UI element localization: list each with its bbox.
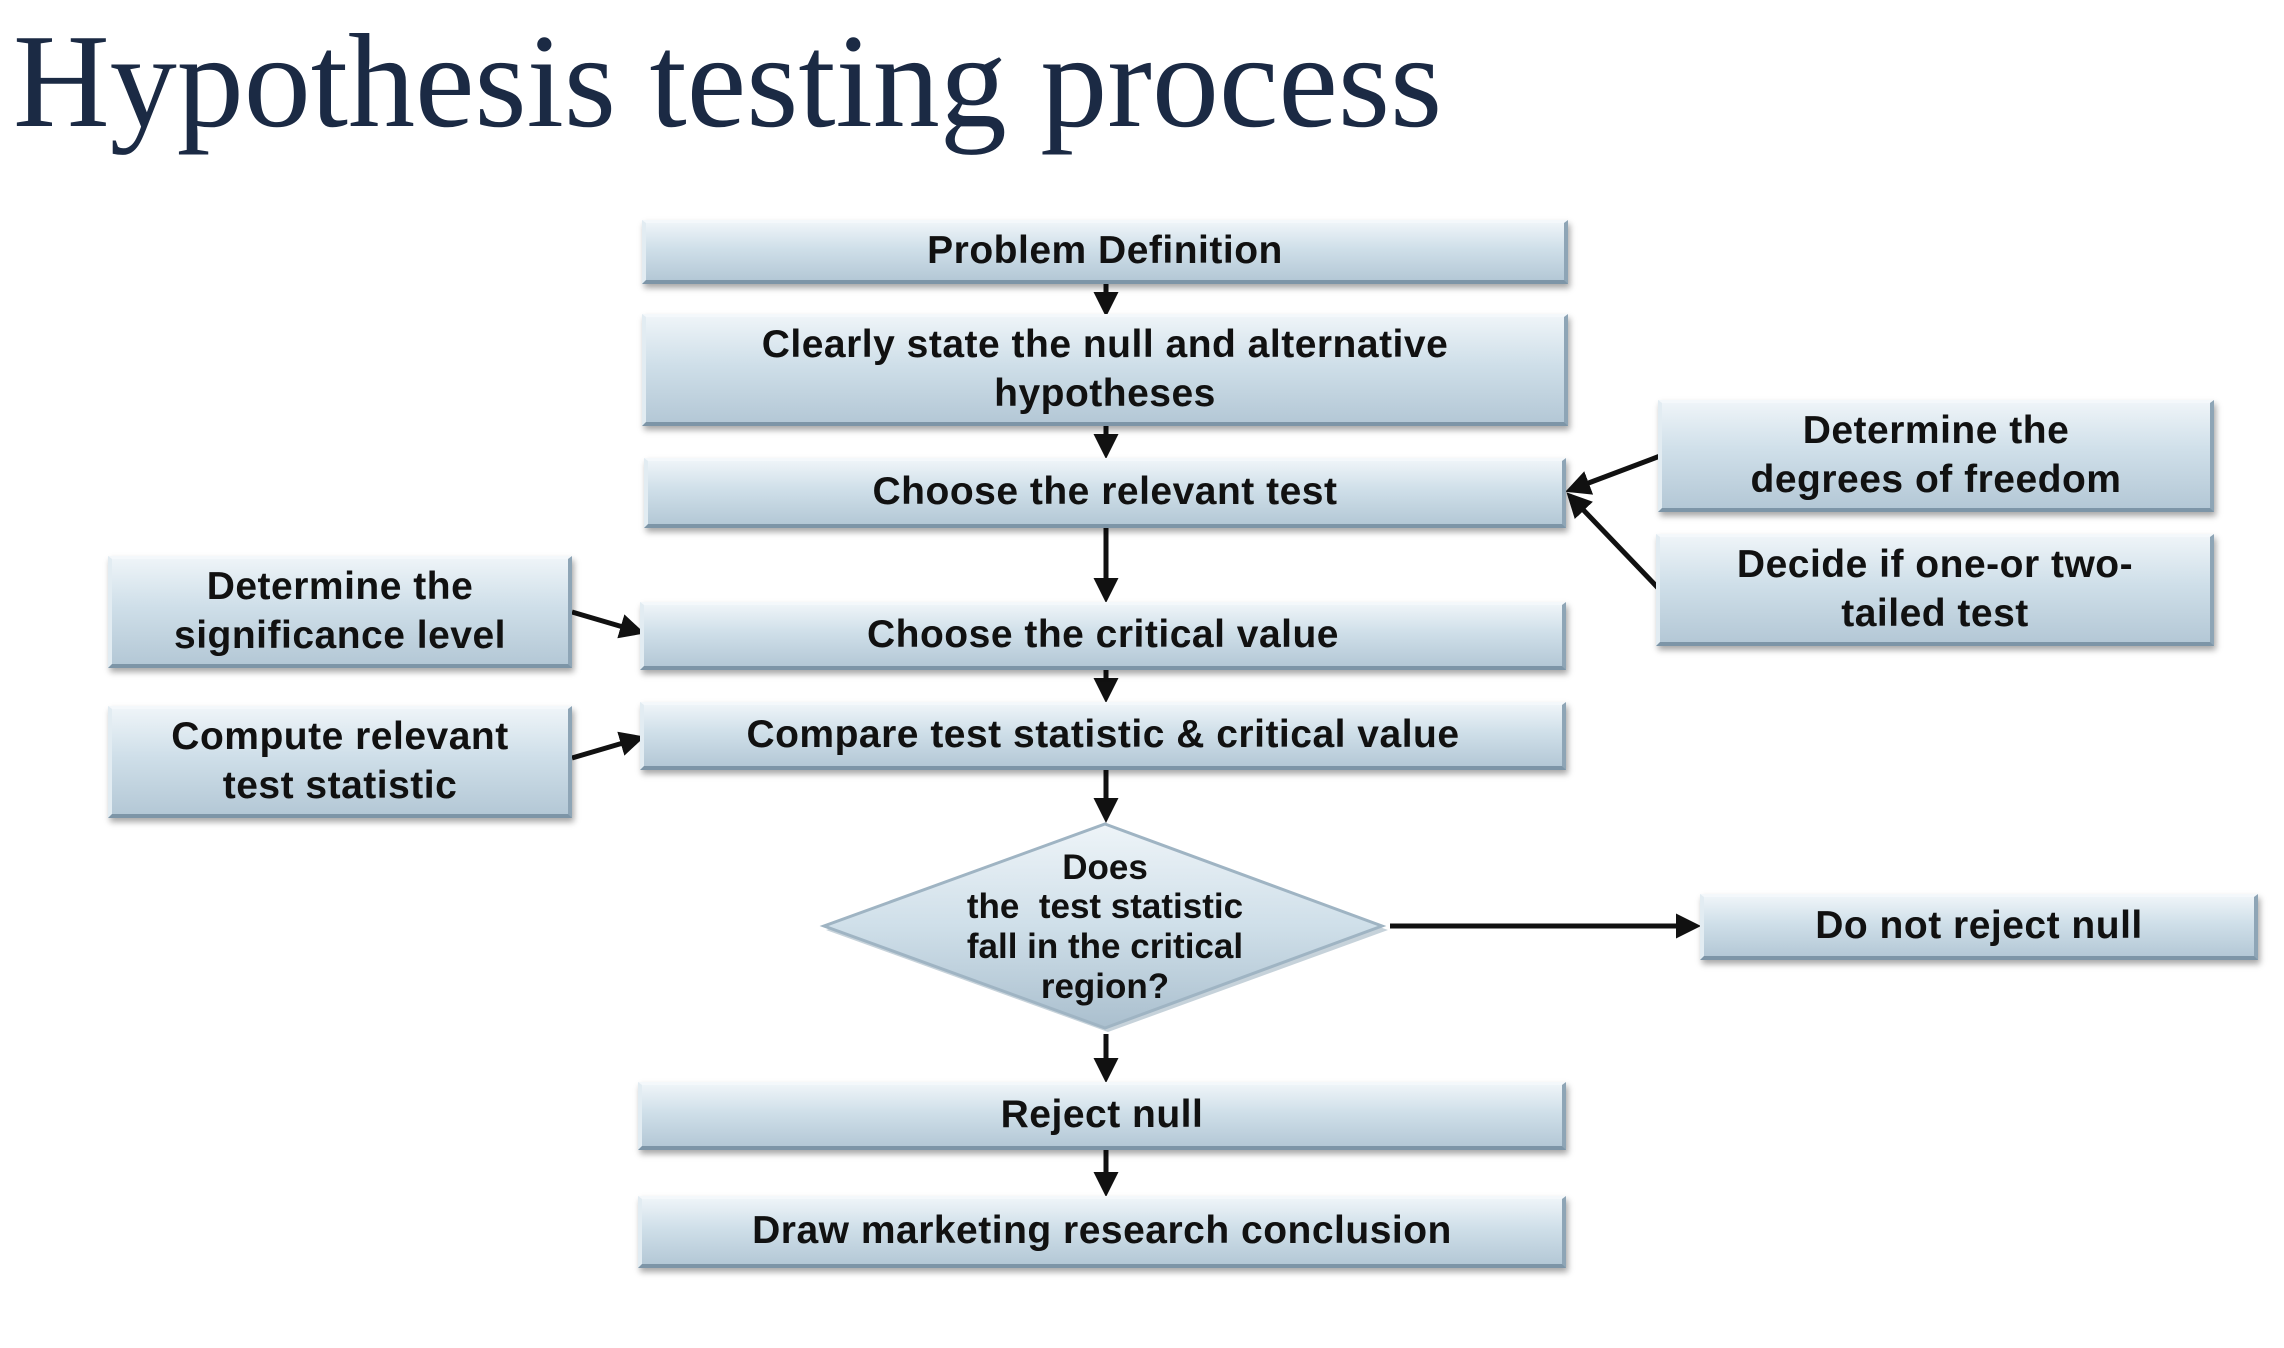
- state-hypotheses-box: Clearly state the null and alternative h…: [642, 314, 1568, 426]
- state-hypotheses-line-1: Clearly state the null and alternative: [761, 322, 1449, 366]
- test-statistic-line-2: test statistic: [222, 763, 458, 807]
- reject-null-label: Reject null: [1000, 1093, 1204, 1137]
- degrees-of-freedom-box: Determine the degrees of freedom: [1658, 400, 2214, 512]
- arrow-tail-to-test: [1566, 492, 1662, 592]
- tail-test-box: Decide if one-or two- tailed test: [1656, 534, 2214, 646]
- significance-level-line-1: Determine the: [206, 564, 474, 608]
- decision-line-2: the test statistic: [966, 887, 1244, 927]
- problem-definition-box: Problem Definition: [642, 220, 1568, 284]
- compare-label: Compare test statistic & critical value: [746, 713, 1460, 757]
- page-title: Hypothesis testing process: [13, 7, 1443, 155]
- reject-null-box: Reject null: [638, 1082, 1566, 1150]
- degrees-of-freedom-line-2: degrees of freedom: [1750, 457, 2122, 501]
- test-statistic-line-1: Compute relevant: [171, 714, 509, 758]
- arrow-significance-to-critical: [571, 609, 645, 639]
- decision-question: Does the test statistic fall in the crit…: [912, 832, 1298, 1022]
- choose-test-label: Choose the relevant test: [872, 470, 1338, 514]
- state-hypotheses-line-2: hypotheses: [994, 371, 1216, 415]
- arrow-statistic-to-compare: [571, 731, 645, 761]
- significance-level-box: Determine the significance level: [108, 556, 572, 668]
- decision-diamond: Does the test statistic fall in the crit…: [819, 822, 1388, 1032]
- decision-line-4: region?: [1040, 966, 1170, 1006]
- degrees-of-freedom-line-1: Determine the: [1802, 408, 2070, 452]
- decision-line-3: fall in the critical: [966, 927, 1244, 966]
- choose-critical-value-box: Choose the critical value: [640, 602, 1566, 670]
- problem-definition-label: Problem Definition: [927, 229, 1283, 273]
- do-not-reject-box: Do not reject null: [1700, 894, 2258, 960]
- significance-level-line-2: significance level: [174, 613, 506, 657]
- tail-test-line-1: Decide if one-or two-: [1736, 542, 2134, 586]
- compare-box: Compare test statistic & critical value: [640, 702, 1566, 770]
- choose-test-box: Choose the relevant test: [644, 458, 1566, 528]
- choose-critical-value-label: Choose the critical value: [867, 613, 1339, 657]
- test-statistic-box: Compute relevant test statistic: [108, 706, 572, 818]
- draw-conclusion-box: Draw marketing research conclusion: [638, 1196, 1566, 1268]
- do-not-reject-label: Do not reject null: [1815, 904, 2143, 948]
- tail-test-line-2: tailed test: [1841, 591, 2029, 635]
- decision-diamond-shape: [819, 822, 1388, 1032]
- draw-conclusion-label: Draw marketing research conclusion: [752, 1209, 1452, 1253]
- decision-line-1: Does: [1062, 847, 1148, 887]
- arrow-freedom-to-test: [1565, 453, 1661, 495]
